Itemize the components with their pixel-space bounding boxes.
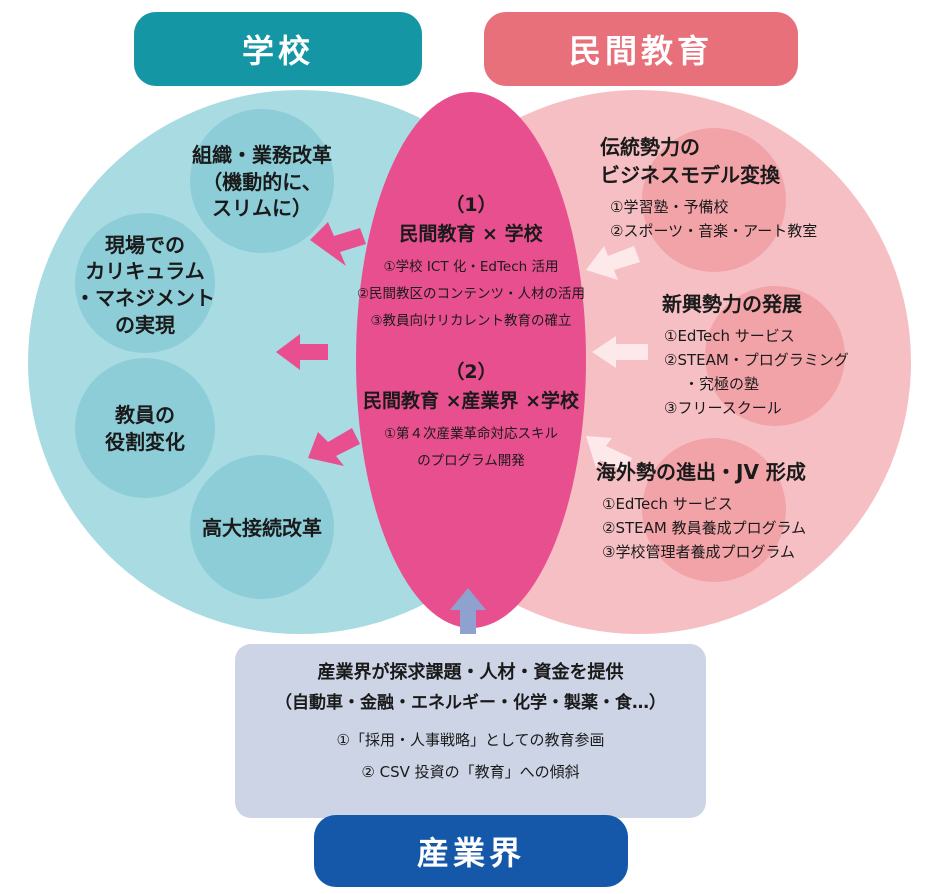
private-group-2-title-1: 新興勢力の発展 <box>662 292 802 316</box>
arrow-industry-up <box>450 588 486 634</box>
school-item-2-line-2: カリキュラム <box>85 259 205 284</box>
school-sub-circle-3 <box>75 358 215 498</box>
center-section-1-title: 民間教育 × 学校 <box>399 223 543 246</box>
private-group-3-item-2: ②STEAM 教員養成プログラム <box>602 519 807 537</box>
industry-item-1: ①「採用・人事戦略」としての教育参画 <box>336 731 605 749</box>
school-item-2-line-1: 現場での <box>105 232 185 257</box>
center-section-1-item-3: ③教員向けリカレント教育の確立 <box>370 312 572 329</box>
arrow-to-school-3 <box>308 428 360 466</box>
private-group-2-item-1: ①EdTech サービス <box>664 327 795 345</box>
school-header-label: 学校 <box>241 32 314 70</box>
school-item-2-line-3: ・マネジメント <box>75 286 215 310</box>
private-group-1-item-2: ②スポーツ・音楽・アート教室 <box>610 222 818 240</box>
industry-line-2: （自動車・金融・エネルギー・化学・製薬・食…） <box>275 693 666 713</box>
school-sub-circle-4 <box>190 455 334 599</box>
school-item-3-line-2: 役割変化 <box>105 430 185 454</box>
school-header: 学校 <box>134 12 422 86</box>
arrow-to-center-2 <box>592 336 648 368</box>
center-section-1: （1） 民間教育 × 学校 ①学校 ICT 化・EdTech 活用 ②民間教区の… <box>356 193 586 331</box>
private-group-2-item-3: ・究極の塾 <box>684 375 760 393</box>
arrow-to-school-1 <box>310 222 366 266</box>
industry-header: 産業界 <box>314 815 628 887</box>
private-group-1-title-1: 伝統勢力の <box>600 135 700 159</box>
private-header: 民間教育 <box>484 12 798 86</box>
school-item-1-line-1: 組織・業務改革 <box>192 143 332 168</box>
school-sub-circle-1 <box>190 109 334 253</box>
private-group-1-item-1: ①学習塾・予備校 <box>610 198 729 216</box>
school-item-2-line-4: の実現 <box>115 312 175 337</box>
industry-item-2: ② CSV 投資の「教育」への傾斜 <box>361 763 580 781</box>
school-item-1: 組織・業務改革 （機動的に、 スリムに） <box>170 136 354 228</box>
school-item-4: 高大接続改革 <box>180 512 344 544</box>
private-group-1: 伝統勢力の ビジネスモデル変換 ①学習塾・予備校 ②スポーツ・音楽・アート教室 <box>600 133 920 243</box>
center-section-2-item-2: のプログラム開発 <box>417 452 525 469</box>
center-section-2-number: （2） <box>445 361 497 383</box>
center-ellipse <box>356 92 586 628</box>
industry-box-content: 産業界が探求課題・人材・資金を提供 （自動車・金融・エネルギー・化学・製薬・食…… <box>235 658 706 786</box>
center-section-1-item-2: ②民間教区のコンテンツ・人材の活用 <box>356 285 586 302</box>
arrow-to-school-2 <box>276 334 328 370</box>
private-group-1-title-2: ビジネスモデル変換 <box>600 163 780 187</box>
private-sub-circle-2 <box>705 286 845 426</box>
private-group-2: 新興勢力の発展 ①EdTech サービス ②STEAM・プログラミング ・究極の… <box>648 290 928 420</box>
private-sub-circle-1 <box>642 128 786 272</box>
industry-line-1: 産業界が探求課題・人材・資金を提供 <box>317 662 624 683</box>
private-group-2-item-2: ②STEAM・プログラミング <box>664 351 849 369</box>
school-item-1-line-2: （機動的に、 <box>202 169 322 194</box>
private-group-2-item-4: ③フリースクール <box>664 399 782 417</box>
center-section-2-title: 民間教育 ×産業界 ×学校 <box>362 390 580 413</box>
center-section-2-item-1: ①第４次産業革命対応スキル <box>383 426 559 443</box>
school-item-2: 現場での カリキュラム ・マネジメント の実現 <box>55 230 235 340</box>
school-item-3: 教員の 役割変化 <box>75 398 215 460</box>
private-group-3-item-3: ③学校管理者養成プログラム <box>602 543 795 561</box>
center-section-1-item-1: ①学校 ICT 化・EdTech 活用 <box>383 259 559 276</box>
industry-header-label: 産業界 <box>416 834 525 872</box>
private-group-3: 海外勢の進出・JV 形成 ①EdTech サービス ②STEAM 教員養成プログ… <box>596 458 896 564</box>
school-item-3-line-1: 教員の <box>115 403 175 428</box>
center-section-1-number: （1） <box>445 194 497 216</box>
school-item-4-line-1: 高大接続改革 <box>202 515 322 540</box>
private-group-3-item-1: ①EdTech サービス <box>602 495 733 513</box>
school-sub-circle-2 <box>75 213 215 353</box>
private-group-3-title-1: 海外勢の進出・JV 形成 <box>596 460 806 484</box>
industry-box <box>235 644 706 818</box>
private-header-label: 民間教育 <box>568 32 713 70</box>
arrow-to-center-1 <box>586 246 640 280</box>
center-section-2: （2） 民間教育 ×産業界 ×学校 ①第４次産業革命対応スキル のプログラム開発 <box>346 360 596 471</box>
school-item-1-line-3: スリムに） <box>212 196 312 221</box>
private-sub-circle-3 <box>642 438 786 582</box>
arrow-to-center-3 <box>586 436 632 472</box>
